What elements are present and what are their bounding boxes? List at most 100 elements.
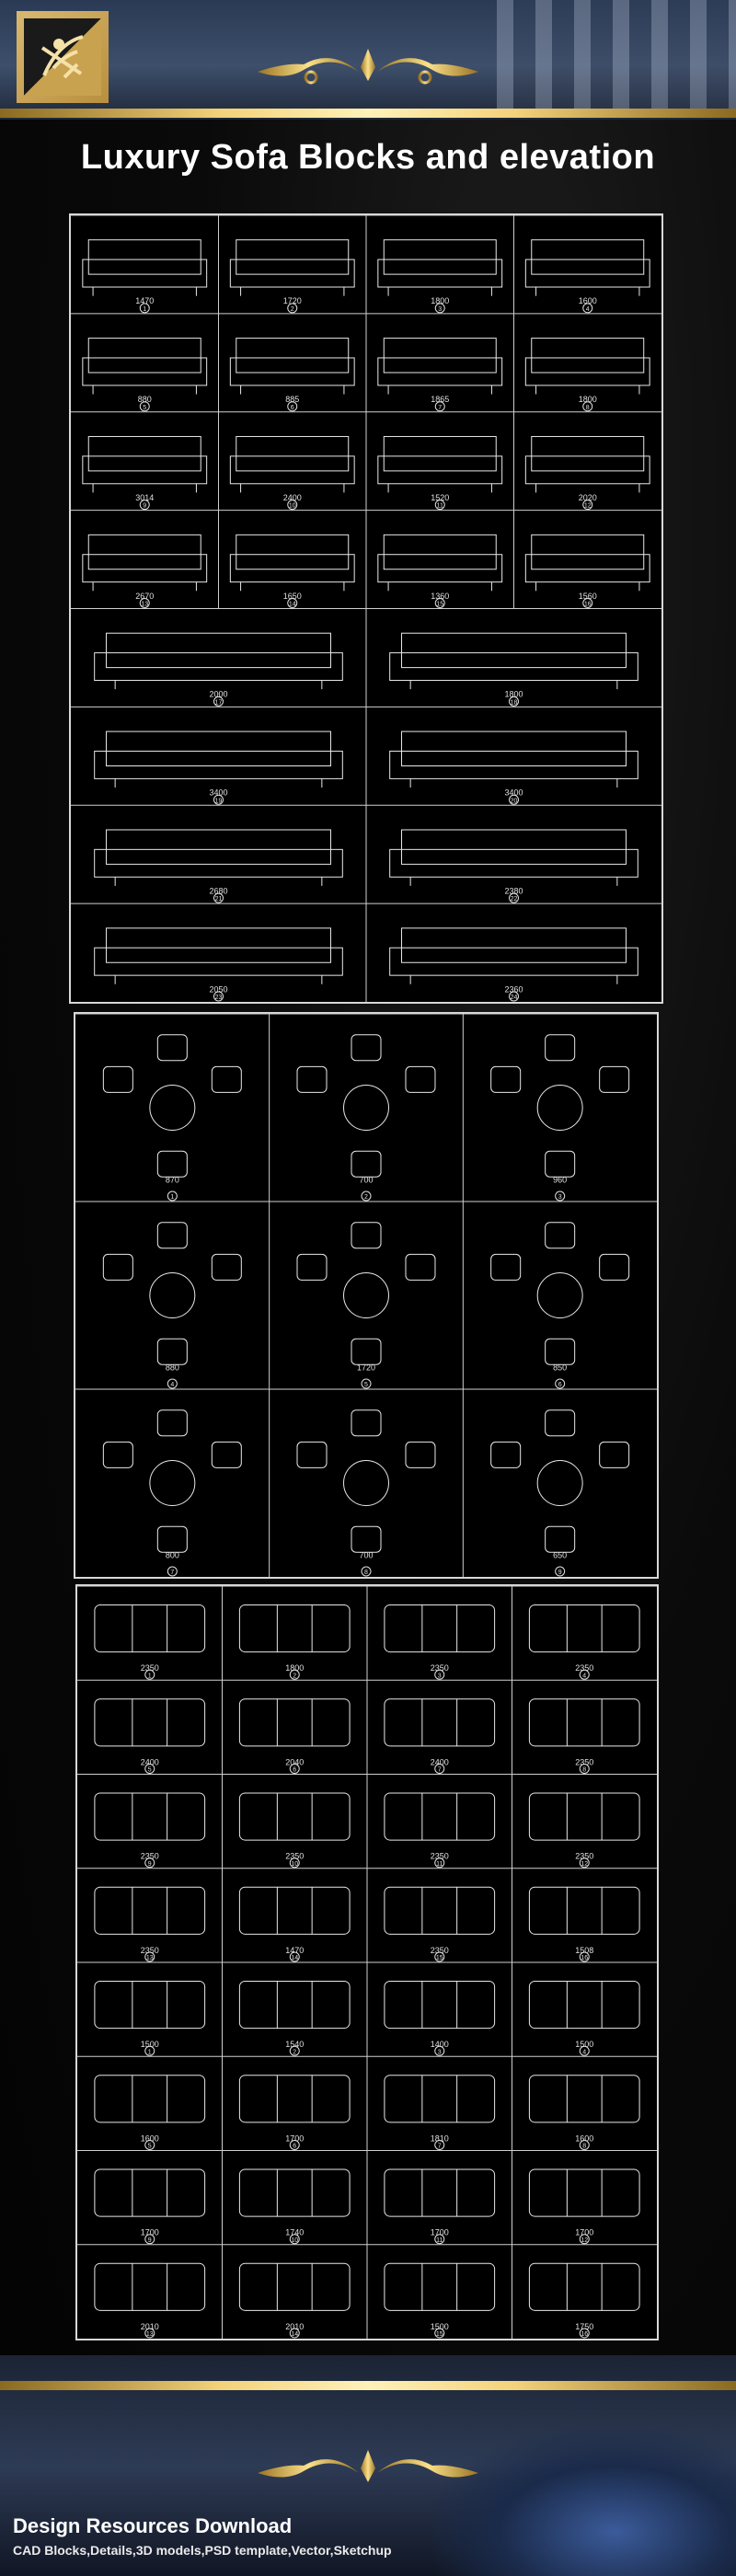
dimension-label: 2020 xyxy=(579,493,597,502)
sofa-back-line xyxy=(87,239,201,275)
item-number-circle xyxy=(287,598,298,608)
item-number-circle xyxy=(579,2234,590,2245)
item-number-circle xyxy=(167,1566,178,1577)
item-number-circle xyxy=(582,598,593,608)
item-number: 3 xyxy=(558,1194,562,1201)
sofa-plan-outline xyxy=(94,2262,206,2311)
item-number: 14 xyxy=(291,1955,298,1961)
dimension-label: 1520 xyxy=(431,493,449,502)
item-number-circle xyxy=(509,794,519,805)
sofa-back-line xyxy=(401,927,627,963)
item-number: 6 xyxy=(293,2144,296,2150)
item-number: 13 xyxy=(146,1955,154,1961)
dimension-label: 2000 xyxy=(209,690,227,699)
item-number: 13 xyxy=(141,602,148,608)
dimension-label: 1700 xyxy=(285,2133,304,2143)
item-number-circle xyxy=(213,794,224,805)
sofa-seat-line xyxy=(94,848,343,878)
dimension-label: 1800 xyxy=(285,1663,304,1673)
sofa-plan-outline xyxy=(94,2168,206,2217)
item-number: 19 xyxy=(215,798,223,804)
sofa-plan-outline xyxy=(94,1886,206,1935)
item-number: 15 xyxy=(436,2331,443,2338)
sofa-seat-line xyxy=(389,947,638,976)
item-number: 11 xyxy=(436,2237,443,2244)
item-number: 9 xyxy=(148,2237,152,2244)
item-number: 5 xyxy=(143,405,146,411)
item-number-circle xyxy=(434,303,445,314)
dimension-label: 960 xyxy=(553,1176,567,1185)
item-number-circle xyxy=(287,401,298,412)
dimension-label: 2400 xyxy=(141,1757,159,1766)
armchair-plan xyxy=(211,1253,242,1281)
table-circle xyxy=(149,1085,196,1131)
table-circle xyxy=(536,1272,583,1318)
item-number-circle xyxy=(289,2045,300,2056)
dimension-label: 2360 xyxy=(504,984,523,994)
dimension-label: 885 xyxy=(285,395,299,404)
item-number-circle xyxy=(213,991,224,1002)
sofa-seat-line xyxy=(229,455,355,485)
sofa-back-line xyxy=(383,338,497,374)
item-number-circle xyxy=(579,2045,590,2056)
item-number: 6 xyxy=(558,1382,562,1388)
table-circle xyxy=(149,1460,196,1506)
dimension-label: 2040 xyxy=(285,1757,304,1766)
item-number-circle xyxy=(144,1669,155,1680)
armchair-plan xyxy=(599,1253,630,1281)
item-number-circle xyxy=(579,2140,590,2150)
armchair-plan xyxy=(156,1222,188,1249)
dimension-label: 1400 xyxy=(431,2040,449,2049)
sofa-plan-outline xyxy=(94,1604,206,1653)
sofa-back-line xyxy=(531,239,645,275)
sofa-back-line xyxy=(531,534,645,570)
armchair-plan xyxy=(102,1441,133,1468)
item-number-circle xyxy=(144,1951,155,1962)
archer-figure-icon xyxy=(40,35,84,79)
dimension-label: 870 xyxy=(166,1176,179,1185)
dimension-label: 2350 xyxy=(141,1852,159,1861)
armchair-plan xyxy=(156,1150,188,1178)
item-number: 15 xyxy=(436,602,443,608)
sofa-plan-outline xyxy=(528,1980,640,2030)
item-number: 12 xyxy=(584,503,592,510)
sofa-plan-outline xyxy=(94,1792,206,1841)
sofa-plan-outline xyxy=(384,1980,496,2030)
footer-title: Design Resources Download xyxy=(13,2514,293,2537)
item-number-circle xyxy=(167,1378,178,1389)
sofa-plan-outline xyxy=(384,1792,496,1841)
sofa-elevations-drawing: 1470117202180031600488058856186571800830… xyxy=(71,215,661,1002)
sofa-plan-outline xyxy=(384,1886,496,1935)
armchair-plan xyxy=(545,1525,576,1553)
item-number-circle xyxy=(289,1669,300,1680)
item-number: 1 xyxy=(148,1673,152,1679)
armchair-plan xyxy=(545,1409,576,1437)
sofa-back-line xyxy=(87,435,201,472)
item-number-circle xyxy=(144,2140,155,2150)
item-number-circle xyxy=(144,2234,155,2245)
item-number: 1 xyxy=(143,306,146,313)
armchair-plan xyxy=(545,1338,576,1365)
dimension-label: 1800 xyxy=(504,690,523,699)
sofa-plan-outline xyxy=(94,2075,206,2123)
dimension-label: 2400 xyxy=(431,1757,449,1766)
dimension-label: 2350 xyxy=(285,1852,304,1861)
dimension-label: 2680 xyxy=(209,886,227,895)
armchair-plan xyxy=(102,1253,133,1281)
dimension-label: 1500 xyxy=(141,2040,159,2049)
dimension-label: 1750 xyxy=(575,2322,593,2331)
dimension-label: 1560 xyxy=(579,592,597,601)
item-number: 9 xyxy=(558,1570,562,1576)
item-number-circle xyxy=(434,2234,445,2245)
item-number: 6 xyxy=(293,1767,296,1774)
armchair-plan xyxy=(545,1150,576,1178)
item-number: 3 xyxy=(438,2049,442,2055)
item-number-circle xyxy=(139,303,150,314)
dimension-label: 1720 xyxy=(283,296,302,305)
dimension-label: 3400 xyxy=(209,788,227,798)
item-number: 11 xyxy=(437,503,443,510)
item-number: 22 xyxy=(511,896,518,903)
sofa-seat-line xyxy=(94,652,343,682)
